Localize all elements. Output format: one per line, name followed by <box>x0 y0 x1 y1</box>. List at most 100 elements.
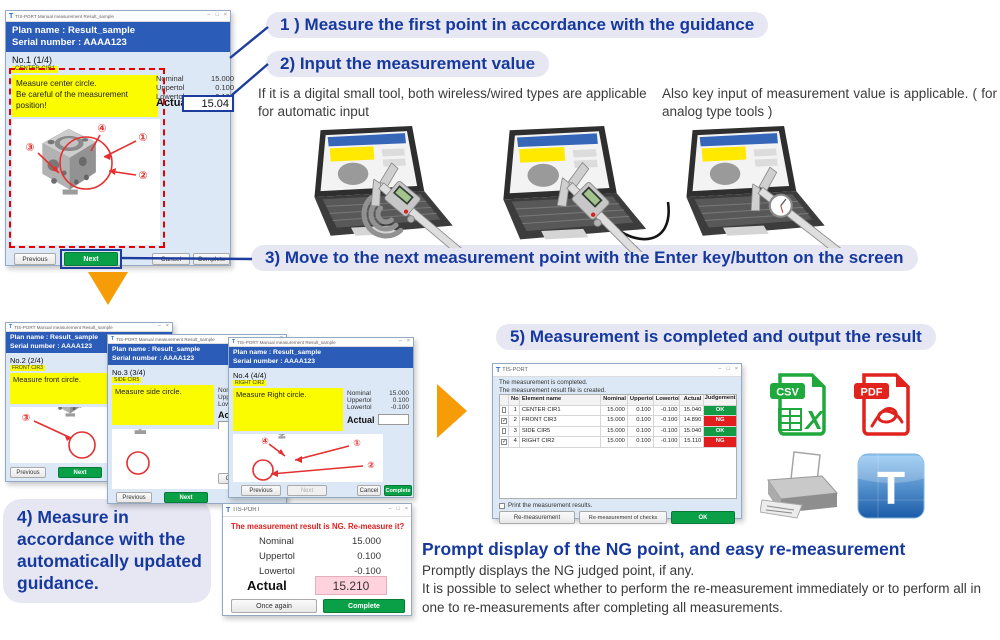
row-actual: 14.890 <box>680 416 705 426</box>
element-tag: RIGHT CIR2 <box>233 380 267 387</box>
complete-button[interactable]: Complete <box>193 253 230 265</box>
step-counter: No.4 (4/4) <box>233 371 267 380</box>
guidance-box: Measure side circle. <box>112 385 214 425</box>
lowertol-label: Lowertol <box>156 92 185 101</box>
cancel-button[interactable]: Cancel <box>357 485 381 496</box>
summary-heading: Prompt display of the NG point, and easy… <box>422 539 906 559</box>
plan-header: Plan name : Result_sample Serial number … <box>6 22 230 52</box>
uppertol-label: Uppertol <box>347 397 372 404</box>
no-column-header: No <box>509 395 520 405</box>
result-table[interactable]: No Element name Nominal Uppertol Lowerto… <box>499 394 737 499</box>
nominal-value: 15.000 <box>211 74 234 83</box>
plan-name: Plan name : Result_sample <box>12 25 136 36</box>
uppertol-value: 0.100 <box>392 397 409 404</box>
app-logo-icon: T <box>496 366 501 374</box>
row-no: 1 <box>509 405 520 415</box>
once-again-button[interactable]: Once again <box>231 599 317 613</box>
cancel-button[interactable]: Cancel <box>152 253 190 265</box>
row-lowertol: -0.100 <box>654 405 681 415</box>
result-message-1: The measurement is completed. <box>499 379 588 386</box>
ng-dialog: T TIS-PORT – □ × The measurement result … <box>222 503 412 616</box>
actual-input[interactable] <box>377 414 409 425</box>
remeasurement-of-checks-button[interactable]: Re-measurement of checks <box>579 511 667 524</box>
annotation-3: ③ <box>22 413 30 424</box>
row-element-name: FRONT CIR3 <box>520 416 602 426</box>
previous-button[interactable]: Previous <box>241 485 281 496</box>
actual-input[interactable]: 15.04 <box>182 95 234 112</box>
maximize-button[interactable]: □ <box>215 12 219 19</box>
minimize-button[interactable]: – <box>398 338 402 345</box>
csv-file-icon: X CSV <box>770 373 826 436</box>
guidance-box: Measure center circle. Be careful of the… <box>12 75 158 117</box>
lowertol-column-header: Lowertol <box>654 395 681 405</box>
nominal-value: 15.000 <box>351 536 381 547</box>
serial-number: Serial number : AAAA123 <box>112 354 195 362</box>
close-button[interactable]: × <box>734 366 738 373</box>
plan-name: Plan name : Result_sample <box>112 346 201 353</box>
lowertol-label: Lowertol <box>259 566 295 577</box>
plan-header: Plan name : Result_sample Serial number … <box>229 347 413 368</box>
row-lowertol: -0.100 <box>654 416 681 426</box>
complete-button[interactable]: Complete <box>384 485 412 496</box>
next-button[interactable]: Next <box>58 467 102 478</box>
row-element-name: RIGHT CIR2 <box>520 437 602 447</box>
measure-window-1: T TIS-PORT Manual measurement Result_sam… <box>5 10 234 269</box>
minimize-button[interactable]: – <box>157 323 161 330</box>
row-checkbox[interactable] <box>500 405 509 415</box>
row-element-name: SIDE CIR5 <box>520 426 602 436</box>
row-checkbox[interactable]: ✓ <box>500 416 509 426</box>
previous-button[interactable]: Previous <box>14 253 56 265</box>
next-button[interactable]: Next <box>64 252 118 266</box>
t-logo-letter: T <box>877 462 905 514</box>
actual-label: Actual <box>347 414 375 425</box>
annotation-2: ② <box>367 460 375 470</box>
lowertol-value: -0.100 <box>390 404 409 411</box>
close-button[interactable]: × <box>165 323 169 330</box>
row-checkbox[interactable]: ✓ <box>500 437 509 447</box>
guidance-box: Measure Right circle. <box>233 388 343 431</box>
judgement-badge: NG <box>704 437 736 447</box>
nominal-label: Nominal <box>156 74 184 83</box>
ng-actual-value: 15.210 <box>315 576 387 595</box>
element-tag: FRONT CIR3 <box>10 365 46 372</box>
previous-button[interactable]: Previous <box>116 492 152 503</box>
minimize-button[interactable]: – <box>718 366 722 373</box>
analog-input-note: Also key input of measurement value is a… <box>662 86 997 120</box>
print-label: Print the measurement results. <box>508 502 593 509</box>
table-row: ✓ 2 FRONT CIR3 15.000 0.100 -0.100 14.89… <box>500 416 736 427</box>
digital-input-note: If it is a digital small tool, both wire… <box>258 86 647 120</box>
maximize-button[interactable]: □ <box>726 366 730 373</box>
window-titlebar: T TIS-PORT Manual measurement Result_sam… <box>6 323 172 332</box>
app-logo-icon: T <box>226 506 231 514</box>
print-checkbox[interactable] <box>499 502 505 509</box>
minimize-button[interactable]: – <box>388 506 392 513</box>
dialog-title: TIS-PORT <box>232 507 261 513</box>
remeasurement-button[interactable]: Re-measurement <box>499 511 575 524</box>
serial-number: Serial number : AAAA123 <box>12 37 127 49</box>
plan-name: Plan name : Result_sample <box>233 349 322 356</box>
close-button[interactable]: × <box>404 506 408 513</box>
step4-bubble: 4) Measure in accordance with the automa… <box>3 499 211 603</box>
step1-bubble: 1 ) Measure the first point in accordanc… <box>266 12 769 38</box>
wireless-signal-icon <box>361 195 404 239</box>
minimize-button[interactable]: – <box>207 12 211 19</box>
nominal-value: 15.000 <box>389 390 409 397</box>
close-button[interactable]: × <box>223 12 227 19</box>
wired-laptop-caliper-illustration <box>462 126 677 252</box>
close-button[interactable]: × <box>406 338 410 345</box>
row-nominal: 15.000 <box>601 437 628 447</box>
guidance-photo: ④ ① ② <box>233 434 383 482</box>
ok-button[interactable]: OK <box>671 511 735 524</box>
summary-line2: It is possible to select whether to perf… <box>422 581 981 615</box>
maximize-button[interactable]: □ <box>396 506 400 513</box>
next-button[interactable]: Next <box>287 485 327 496</box>
previous-button[interactable]: Previous <box>10 467 46 478</box>
complete-button[interactable]: Complete <box>323 599 405 613</box>
next-button[interactable]: Next <box>164 492 208 503</box>
window-titlebar: T TIS-PORT Manual measurement Result_sam… <box>229 338 413 347</box>
uppertol-label: Uppertol <box>259 551 295 562</box>
serial-number: Serial number : AAAA123 <box>233 357 316 365</box>
lowertol-label: Lowertol <box>347 404 372 411</box>
row-checkbox[interactable] <box>500 426 509 436</box>
